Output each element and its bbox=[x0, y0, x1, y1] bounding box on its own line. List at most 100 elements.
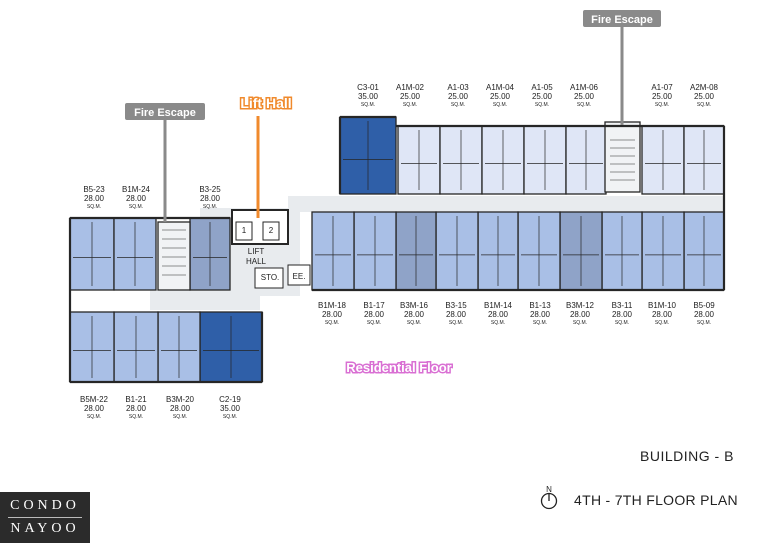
lift-2-label: 2 bbox=[269, 226, 274, 235]
unit-area: 28.00 bbox=[652, 310, 673, 319]
residential-floor-callout: Residential Floor bbox=[346, 360, 451, 375]
storage-room bbox=[254, 267, 284, 289]
unit-code: B3M-20 bbox=[166, 395, 195, 404]
unit-measure: SQ.M. bbox=[655, 102, 669, 108]
unit-area: 28.00 bbox=[126, 194, 147, 203]
unit-area: 35.00 bbox=[220, 404, 241, 413]
unit-area: 28.00 bbox=[364, 310, 385, 319]
lift-hall-label-line1: LIFT bbox=[248, 247, 265, 256]
unit-area: 28.00 bbox=[84, 194, 105, 203]
unit-area: 28.00 bbox=[694, 310, 715, 319]
fire-escape-stair-left bbox=[157, 221, 191, 291]
unit-code: A1M-04 bbox=[486, 83, 515, 92]
unit-code: B1-21 bbox=[125, 395, 147, 404]
unit-measure: SQ.M. bbox=[697, 320, 711, 326]
unit-area: 28.00 bbox=[488, 310, 509, 319]
condo-nayoo-logo: CONDO NAYOO bbox=[0, 492, 90, 543]
unit-area: 25.00 bbox=[400, 92, 421, 101]
unit-measure: SQ.M. bbox=[535, 102, 549, 108]
unit-measure: SQ.M. bbox=[533, 320, 547, 326]
unit-measure: SQ.M. bbox=[367, 320, 381, 326]
unit-area: 25.00 bbox=[490, 92, 511, 101]
unit-area: 28.00 bbox=[404, 310, 425, 319]
unit-area: 28.00 bbox=[570, 310, 591, 319]
lift-1-label: 1 bbox=[242, 226, 247, 235]
storage-label: STO. bbox=[261, 273, 280, 282]
unit-code: B1-13 bbox=[529, 301, 551, 310]
logo-line-1: CONDO bbox=[10, 498, 80, 513]
unit-measure: SQ.M. bbox=[577, 102, 591, 108]
unit-measure: SQ.M. bbox=[573, 320, 587, 326]
unit-code: A2M-08 bbox=[690, 83, 719, 92]
unit-measure: SQ.M. bbox=[325, 320, 339, 326]
svg-text:Fire Escape: Fire Escape bbox=[591, 14, 653, 26]
unit-measure: SQ.M. bbox=[493, 102, 507, 108]
unit-code: B1M-24 bbox=[122, 185, 151, 194]
svg-text:Fire Escape: Fire Escape bbox=[134, 107, 196, 119]
unit-area: 25.00 bbox=[652, 92, 673, 101]
unit-area: 28.00 bbox=[84, 404, 105, 413]
unit-code: B1M-10 bbox=[648, 301, 677, 310]
unit-measure: SQ.M. bbox=[655, 320, 669, 326]
unit-measure: SQ.M. bbox=[361, 102, 375, 108]
unit-measure: SQ.M. bbox=[203, 204, 217, 210]
unit-code: B5-09 bbox=[693, 301, 715, 310]
unit-measure: SQ.M. bbox=[451, 102, 465, 108]
electrical-room bbox=[287, 264, 311, 286]
unit-code: C2-19 bbox=[219, 395, 241, 404]
floor-plan-label: 4TH - 7TH FLOOR PLAN bbox=[574, 492, 738, 508]
unit-code: B1-17 bbox=[363, 301, 385, 310]
unit-code: A1-03 bbox=[447, 83, 469, 92]
unit-code: B1M-14 bbox=[484, 301, 513, 310]
unit-measure: SQ.M. bbox=[615, 320, 629, 326]
corridor-west bbox=[150, 290, 260, 310]
unit-measure: SQ.M. bbox=[223, 414, 237, 420]
unit-area: 28.00 bbox=[322, 310, 343, 319]
lift-car-2 bbox=[262, 221, 280, 241]
north-letter: N bbox=[546, 485, 552, 494]
lift-car-1 bbox=[235, 221, 253, 241]
unit-measure: SQ.M. bbox=[173, 414, 187, 420]
unit-code: B3M-16 bbox=[400, 301, 429, 310]
unit-area: 28.00 bbox=[126, 404, 147, 413]
unit-measure: SQ.M. bbox=[449, 320, 463, 326]
unit-area: 25.00 bbox=[694, 92, 715, 101]
unit-area: 28.00 bbox=[170, 404, 191, 413]
unit-area: 35.00 bbox=[358, 92, 379, 101]
unit-measure: SQ.M. bbox=[407, 320, 421, 326]
unit-area: 25.00 bbox=[532, 92, 553, 101]
unit-area: 28.00 bbox=[530, 310, 551, 319]
fire-escape-left-callout: Fire Escape bbox=[125, 103, 205, 222]
unit-measure: SQ.M. bbox=[491, 320, 505, 326]
unit-measure: SQ.M. bbox=[87, 204, 101, 210]
unit-code: B1M-18 bbox=[318, 301, 347, 310]
unit-measure: SQ.M. bbox=[697, 102, 711, 108]
unit-measure: SQ.M. bbox=[87, 414, 101, 420]
unit-measure: SQ.M. bbox=[403, 102, 417, 108]
corridor-main bbox=[288, 196, 724, 212]
unit-code: C3-01 bbox=[357, 83, 379, 92]
unit-code: A1M-06 bbox=[570, 83, 599, 92]
unit-area: 28.00 bbox=[446, 310, 467, 319]
fire-escape-right-callout: Fire Escape bbox=[583, 10, 661, 125]
fire-escape-stair-right bbox=[604, 121, 641, 193]
unit-code: A1M-02 bbox=[396, 83, 425, 92]
unit-area: 25.00 bbox=[448, 92, 469, 101]
unit-code: A1-05 bbox=[531, 83, 553, 92]
